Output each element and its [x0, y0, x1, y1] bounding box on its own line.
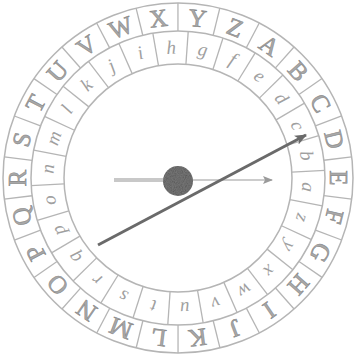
plain-letter: K — [187, 324, 208, 351]
cipher-letter: o — [39, 194, 59, 207]
plain-letter: U — [42, 56, 73, 86]
plain-letter: J — [226, 315, 244, 342]
plain-letter: X — [148, 5, 169, 32]
cell-divider — [276, 103, 304, 120]
cell-divider — [246, 23, 259, 48]
cipher-letter: p — [47, 223, 68, 239]
plain-letter: T — [21, 91, 50, 116]
index-pointer — [190, 179, 272, 180]
pointer-tail — [114, 178, 168, 182]
cipher-letter: a — [299, 182, 319, 193]
cell-divider — [136, 321, 143, 348]
cell-divider — [4, 157, 32, 160]
rotating-pointer — [98, 135, 306, 245]
cipher-letter: c — [288, 118, 309, 133]
cell-divider — [4, 196, 32, 199]
cell-divider — [31, 184, 64, 186]
cipher-letter: x — [260, 262, 279, 281]
cell-dividers — [4, 3, 351, 353]
cell-divider — [299, 261, 322, 277]
cell-divider — [282, 226, 312, 240]
hub — [163, 166, 193, 196]
plain-letter: Z — [223, 13, 246, 42]
cell-divider — [299, 79, 322, 95]
cipher-letter: s — [116, 287, 131, 307]
cell-divider — [177, 325, 178, 353]
cell-divider — [186, 31, 188, 64]
cell-divider — [119, 43, 132, 73]
cell-divider — [290, 200, 322, 206]
cipher-letter: v — [209, 293, 223, 314]
cipher-letter: i — [135, 43, 146, 63]
cipher-letter: k — [77, 75, 96, 94]
cell-divider — [246, 308, 259, 333]
cell-divider — [14, 230, 40, 240]
plain-letter: Q — [7, 205, 36, 229]
cell-divider — [315, 116, 341, 126]
cipher-letter: z — [293, 212, 313, 225]
cell-divider — [213, 38, 223, 69]
plain-letter: O — [42, 270, 73, 300]
cipher-letter: n — [38, 164, 58, 175]
cipher-letter: t — [149, 297, 158, 317]
plain-letter: Y — [187, 5, 208, 32]
plain-letter: F — [321, 207, 349, 226]
outer-rim — [3, 3, 353, 353]
plain-letter: E — [326, 170, 351, 185]
plain-letter: C — [306, 90, 336, 116]
cell-divider — [37, 211, 69, 221]
cell-divider — [168, 292, 170, 325]
cell-divider — [315, 230, 341, 240]
cell-divider — [34, 150, 66, 156]
cell-divider — [133, 287, 143, 318]
cipher-letter: u — [179, 299, 189, 318]
cell-divider — [324, 157, 352, 160]
plain-letter: H — [283, 270, 314, 300]
cipher-letter: g — [196, 39, 209, 59]
plain-letter: L — [150, 325, 168, 352]
cipher-letter: q — [64, 248, 85, 267]
cell-divider — [153, 33, 159, 66]
cipher-letter: h — [166, 37, 176, 56]
cell-divider — [213, 8, 220, 35]
plain-letter: R — [4, 170, 29, 187]
cell-divider — [45, 116, 75, 130]
plain-letter: P — [21, 241, 50, 265]
plain-letter: I — [259, 298, 280, 323]
cell-divider — [324, 196, 352, 199]
plain-letter: S — [8, 130, 36, 149]
cipher-letter: f — [226, 49, 239, 68]
inner-rim — [64, 64, 292, 292]
cipher-letter: e — [251, 66, 269, 86]
ring-divider — [31, 31, 325, 325]
cipher-letter: w — [234, 279, 255, 302]
cipher-letter: d — [271, 89, 292, 108]
cell-divider — [34, 79, 57, 95]
cipher-letter: j — [104, 56, 118, 75]
cell-divider — [213, 321, 220, 348]
cell-divider — [14, 116, 40, 126]
cell-divider — [177, 3, 178, 31]
cell-divider — [198, 290, 204, 323]
plain-letter: D — [320, 128, 349, 152]
cipher-letter: l — [57, 102, 76, 116]
cell-divider — [292, 170, 325, 172]
cell-divider — [136, 8, 143, 35]
cipher-letter: y — [279, 238, 300, 255]
cipher-letter: b — [297, 149, 317, 162]
cell-divider — [101, 275, 118, 303]
cipher-letter: r — [87, 271, 105, 290]
cipher-letter: m — [42, 128, 64, 147]
